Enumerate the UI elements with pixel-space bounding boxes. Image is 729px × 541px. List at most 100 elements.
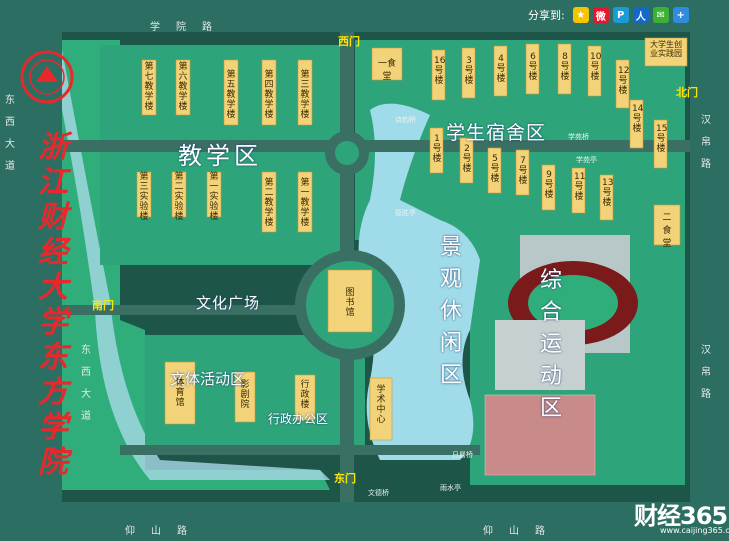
label-lake-d: 雨水亭 — [440, 484, 461, 492]
building-canteen1 — [371, 47, 403, 81]
label-dorm-1: 1号楼 — [432, 134, 442, 164]
building-library — [327, 269, 373, 333]
road-label-west: 东西大道 — [5, 95, 15, 172]
label-lab1: 第一实验楼 — [209, 172, 219, 222]
southern-inner-road — [120, 445, 480, 455]
label-dorm-13: 13号楼 — [602, 178, 614, 208]
campus-logo — [20, 50, 74, 104]
campus-name: 浙江财经大学东方学院 — [38, 130, 68, 480]
label-dorm-12: 12号楼 — [618, 66, 630, 96]
road-label-north: 学院路 — [150, 22, 228, 33]
gate-east[interactable]: 东门 — [334, 472, 356, 485]
east-road — [690, 32, 729, 502]
label-lab2: 第二实验楼 — [174, 172, 184, 222]
zone-admin: 行政办公区 — [268, 412, 329, 426]
label-lake-b: 揽胜亭 — [395, 209, 416, 217]
dorm-14 — [629, 99, 644, 149]
renren-icon[interactable]: 人 — [632, 7, 649, 23]
label-dorm-a: 学苑桥 — [568, 133, 589, 141]
zone-dorm: 学生宿舍区 — [446, 122, 547, 144]
label-dorm-6: 6号楼 — [528, 52, 538, 82]
share-label: 分享到: — [528, 9, 565, 22]
label-library: 图书馆 — [345, 288, 355, 318]
label-teach1: 第一教学楼 — [300, 178, 310, 228]
gate-south[interactable]: 南门 — [92, 299, 114, 312]
share-bar: 分享到: ★ 微 P 人 ✉ + — [528, 6, 689, 24]
dorm-7 — [515, 149, 530, 196]
road-label-west-lower: 东西大道 — [81, 345, 91, 422]
building-teach5 — [223, 59, 239, 126]
dorm-10 — [587, 45, 602, 97]
dorm-2 — [459, 137, 474, 184]
label-dorm-15: 15号楼 — [656, 124, 668, 154]
dorm-13 — [599, 174, 614, 221]
label-teach3: 第三教学楼 — [300, 70, 310, 120]
zone-teaching: 教学区 — [178, 142, 262, 170]
more-share-icon[interactable]: + — [672, 7, 689, 23]
building-canteen2 — [653, 204, 681, 246]
east-west-road — [62, 140, 690, 152]
road-label-south-a: 仰山路 — [125, 526, 203, 537]
label-teach4: 第四教学楼 — [264, 70, 274, 120]
gate-north[interactable]: 北门 — [676, 86, 698, 99]
label-lake-a: 诗韵桥 — [395, 116, 416, 124]
label-cinema: 影剧院 — [240, 380, 250, 410]
dorm-11 — [571, 167, 586, 214]
basketball-courts — [495, 320, 585, 390]
brand-logo: 财经365 — [634, 502, 728, 530]
label-teach5: 第五教学楼 — [226, 70, 236, 120]
dorm-6 — [525, 43, 540, 95]
road-label-south-b: 仰山路 — [483, 526, 561, 537]
building-teach3 — [297, 59, 313, 126]
label-admin-building: 行政楼 — [300, 380, 310, 410]
label-dorm-4: 4号楼 — [496, 54, 506, 84]
qzone-icon[interactable]: ★ — [572, 7, 589, 23]
dorm-1 — [429, 127, 444, 174]
south-road — [0, 500, 729, 541]
dorm-4 — [493, 45, 508, 97]
central-lake — [358, 103, 480, 461]
wechat-icon[interactable]: ✉ — [652, 7, 669, 23]
label-gym: 体育馆 — [175, 378, 185, 408]
weibo-icon[interactable]: 微 — [592, 7, 609, 23]
label-dorm-11: 11号楼 — [574, 172, 586, 202]
label-dorm-2: 2号楼 — [462, 144, 472, 174]
tencent-weibo-icon[interactable]: P — [612, 7, 629, 23]
label-teach2: 第二教学楼 — [264, 178, 274, 228]
label-dorm-b: 学苑亭 — [576, 156, 597, 164]
road-label-east-lower: 汉帛路 — [701, 345, 711, 400]
road-label-east: 汉帛路 — [701, 115, 711, 170]
label-dorm-10: 10号楼 — [590, 52, 602, 82]
dorm-15 — [653, 119, 668, 169]
dorm-16 — [431, 49, 446, 101]
label-dorm-8: 8号楼 — [560, 52, 570, 82]
dorm-8 — [557, 43, 572, 95]
label-lake-e: 文德桥 — [368, 489, 389, 497]
zone-culture-sports: 文体活动区 — [170, 370, 246, 388]
building-teach6 — [175, 59, 191, 116]
brand-url: www.caijing365.com — [660, 526, 729, 535]
building-academic — [369, 377, 393, 441]
building-admin — [294, 374, 316, 421]
label-dorm-14: 14号楼 — [632, 104, 644, 134]
label-dorm-9: 9号楼 — [544, 170, 554, 200]
west-river-bank — [62, 40, 330, 490]
zone-landscape: 景观休闲区 — [439, 235, 462, 388]
dorm-9 — [541, 164, 556, 211]
label-teach7: 第七教学楼 — [144, 62, 154, 112]
building-teach2 — [261, 171, 277, 233]
label-lake-c: 日晷桥 — [452, 451, 473, 459]
building-teach1 — [297, 171, 313, 233]
south-gate-road — [62, 305, 352, 315]
label-academic: 学术中心 — [376, 385, 386, 425]
zone-sports: 综合运动区 — [539, 268, 562, 421]
north-roundabout-center — [335, 141, 359, 165]
zone-culture-plaza: 文化广场 — [196, 294, 261, 312]
label-dorm-16: 16号楼 — [434, 56, 446, 86]
building-lab1 — [206, 171, 222, 218]
label-dorm-5: 5号楼 — [490, 154, 500, 184]
dorm-12 — [615, 59, 630, 109]
gate-west[interactable]: 西门 — [338, 35, 360, 48]
building-lab2 — [171, 171, 187, 218]
